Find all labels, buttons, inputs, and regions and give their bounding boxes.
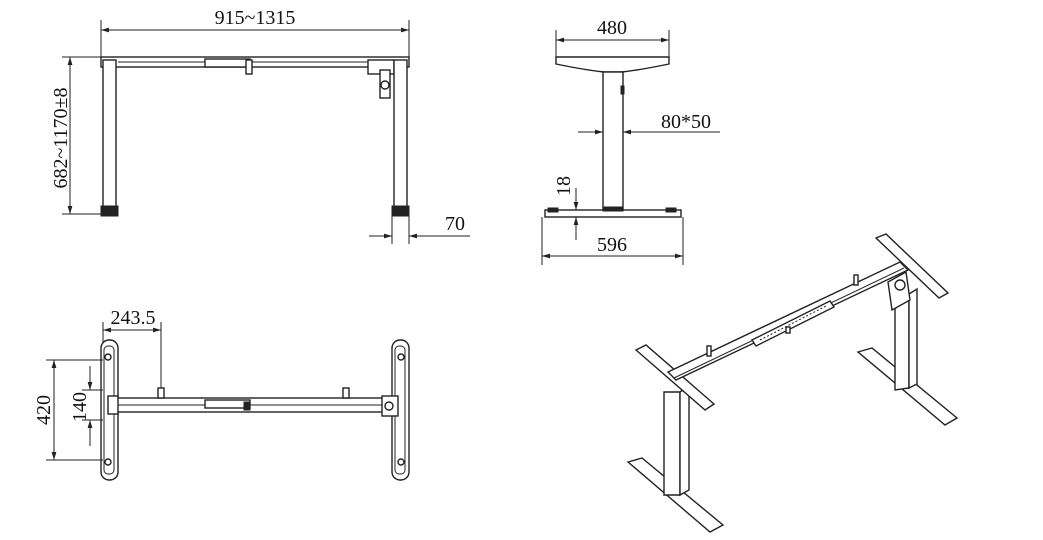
side-view: 480 80*50 18 596: [541, 17, 720, 265]
top-width-dimension-label: 480: [597, 17, 627, 39]
foot-width-dimension-label: 70: [445, 213, 465, 235]
height-dimension-label: 682~1170±8: [50, 87, 72, 188]
width-dimension-label: 915~1315: [215, 7, 296, 29]
foot-height-dimension-label: 18: [553, 176, 575, 196]
hole-span-dimension-label: 140: [69, 392, 91, 422]
foot-span-dimension-label: 420: [33, 395, 55, 425]
isometric-view: [626, 233, 959, 533]
column-dimension-label: 80*50: [661, 111, 711, 133]
foot-length-dimension-label: 596: [597, 234, 627, 256]
top-view: 243.5 420 140: [33, 307, 410, 481]
offset-dimension-label: 243.5: [111, 307, 156, 329]
front-view: 915~1315 682~1170±8 70: [50, 7, 470, 244]
